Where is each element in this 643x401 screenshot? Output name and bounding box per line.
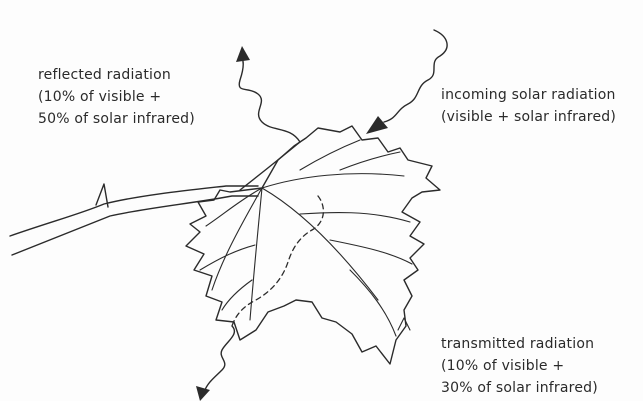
- leaf-veins: [200, 140, 412, 336]
- twig: [10, 186, 258, 255]
- reflected-arrowhead: [236, 46, 250, 62]
- transmitted-label-line1: transmitted radiation: [441, 333, 598, 355]
- incoming-radiation-label: incoming solar radiation (visible + sola…: [441, 84, 616, 128]
- reflected-radiation-label: reflected radiation (10% of visible + 50…: [38, 64, 195, 130]
- incoming-label-line1: incoming solar radiation: [441, 84, 616, 106]
- leaf-outline: [186, 126, 440, 364]
- incoming-arrowhead: [366, 116, 388, 134]
- reflected-label-line1: reflected radiation: [38, 64, 195, 86]
- reflected-label-line3: 50% of solar infrared): [38, 108, 195, 130]
- transmitted-radiation-label: transmitted radiation (10% of visible + …: [441, 333, 598, 399]
- transmitted-arrowhead: [196, 386, 210, 401]
- incoming-wavy-line: [384, 30, 447, 122]
- transmitted-label-line3: 30% of solar infrared): [441, 377, 598, 399]
- reflected-wavy-line: [239, 58, 300, 142]
- transmitted-label-line2: (10% of visible +: [441, 355, 598, 377]
- transmitted-wavy-line: [204, 326, 234, 392]
- incoming-label-line2: (visible + solar infrared): [441, 106, 616, 128]
- reflected-label-line2: (10% of visible +: [38, 86, 195, 108]
- transmitted-dashed-path: [232, 196, 323, 326]
